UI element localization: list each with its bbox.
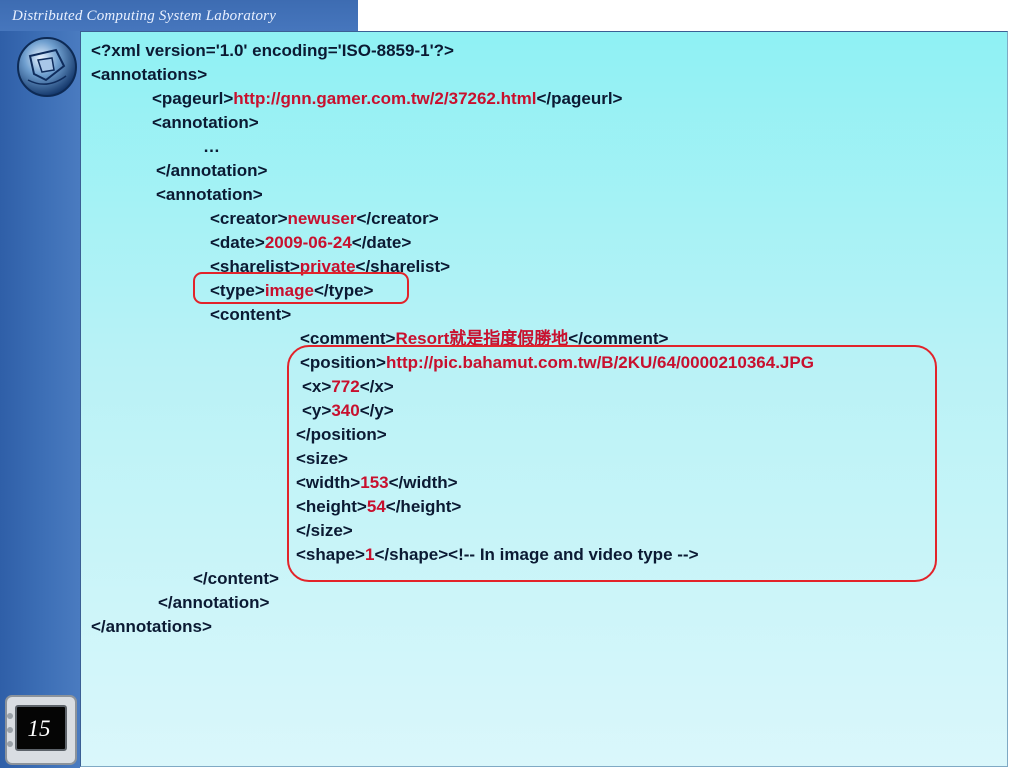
- code-line: <type>image</type>: [210, 281, 374, 301]
- xml-tag: <comment>: [300, 329, 396, 348]
- xml-value: 就是指度假勝地: [449, 329, 569, 348]
- code-line: <annotation>: [156, 185, 263, 205]
- code-line: <height>54</height>: [296, 497, 461, 517]
- xml-tag: </comment>: [568, 329, 669, 348]
- code-line: </content>: [193, 569, 279, 589]
- lab-title: Distributed Computing System Laboratory: [12, 8, 277, 24]
- code-line: </annotation>: [158, 593, 269, 613]
- xml-tag: </pageurl>: [536, 89, 623, 108]
- code-line: </position>: [296, 425, 387, 445]
- xml-tag: </type>: [313, 281, 374, 300]
- xml-tag: </height>: [385, 497, 462, 516]
- code-line: <?xml version='1.0' encoding='ISO-8859-1…: [91, 41, 454, 61]
- xml-tag: <width>: [296, 473, 361, 492]
- code-line: </size>: [296, 521, 353, 541]
- header-band: Distributed Computing System Laboratory: [0, 0, 358, 31]
- xml-tag: <?xml version='1.0' encoding='ISO-8859-1…: [91, 41, 454, 60]
- xml-tag: </shape><!-- In image and video type -->: [374, 545, 699, 564]
- xml-value: http://gnn.gamer.com.tw/2/37262.html: [233, 89, 537, 108]
- page-number-badge: [5, 695, 77, 765]
- code-line: <date>2009-06-24</date>: [210, 233, 411, 253]
- xml-value: newuser: [287, 209, 357, 228]
- code-line: <width>153</width>: [296, 473, 458, 493]
- code-line: <sharelist>private</sharelist>: [210, 257, 450, 277]
- position-size-highlight-box: [287, 345, 937, 582]
- code-line: <x>772</x>: [302, 377, 394, 397]
- xml-tag: …: [203, 137, 220, 156]
- xml-tag: <date>: [210, 233, 265, 252]
- xml-value: 153: [360, 473, 389, 492]
- left-sidebar-band: [0, 0, 80, 768]
- xml-tag: </annotations>: [91, 617, 212, 636]
- xml-tag: <pageurl>: [152, 89, 234, 108]
- xml-tag: </width>: [388, 473, 458, 492]
- xml-value: image: [264, 281, 314, 300]
- xml-tag: <position>: [300, 353, 386, 372]
- xml-tag: </creator>: [356, 209, 439, 228]
- code-line: <y>340</y>: [302, 401, 394, 421]
- xml-value: http://pic.bahamut.com.tw/B/2KU/64/00002…: [385, 353, 814, 372]
- xml-tag: <content>: [210, 305, 292, 324]
- xml-tag: </size>: [296, 521, 353, 540]
- code-line: <comment>Resort就是指度假勝地</comment>: [300, 329, 668, 349]
- xml-value: private: [299, 257, 356, 276]
- page-number: 15: [27, 716, 51, 741]
- code-line: <creator>newuser</creator>: [210, 209, 439, 229]
- xml-tag: </y>: [359, 401, 394, 420]
- xml-value: 772: [331, 377, 360, 396]
- xml-tag: <x>: [302, 377, 332, 396]
- xml-tag: <height>: [296, 497, 367, 516]
- code-line: <pageurl>http://gnn.gamer.com.tw/2/37262…: [152, 89, 622, 109]
- xml-value: 2009-06-24: [264, 233, 352, 252]
- code-line: <content>: [210, 305, 291, 325]
- xml-tag: </annotation>: [158, 593, 270, 612]
- xml-tag: </content>: [193, 569, 279, 588]
- xml-tag: </sharelist>: [355, 257, 451, 276]
- type-highlight-box: [193, 272, 409, 304]
- code-line: <annotation>: [152, 113, 259, 133]
- xml-value: Resort: [395, 329, 450, 348]
- xml-value: 1: [365, 545, 375, 564]
- code-line: <shape>1</shape><!-- In image and video …: [296, 545, 699, 565]
- xml-tag: <size>: [296, 449, 348, 468]
- xml-tag: <annotation>: [156, 185, 263, 204]
- xml-tag: <annotation>: [152, 113, 259, 132]
- globe-logo-icon: [17, 37, 77, 97]
- xml-tag: </x>: [359, 377, 394, 396]
- code-line: </annotations>: [91, 617, 212, 637]
- xml-tag: <annotations>: [91, 65, 208, 84]
- xml-tag: <y>: [302, 401, 332, 420]
- xml-value: 54: [366, 497, 386, 516]
- slide-content-box: [80, 31, 1008, 767]
- xml-tag: </annotation>: [156, 161, 268, 180]
- code-line: <annotations>: [91, 65, 207, 85]
- xml-value: 340: [331, 401, 360, 420]
- xml-tag: <creator>: [210, 209, 288, 228]
- xml-tag: </date>: [351, 233, 412, 252]
- xml-tag: <sharelist>: [210, 257, 300, 276]
- xml-tag: </position>: [296, 425, 387, 444]
- code-line: …: [203, 137, 220, 157]
- code-line: <position>http://pic.bahamut.com.tw/B/2K…: [300, 353, 814, 373]
- code-line: <size>: [296, 449, 348, 469]
- xml-tag: <shape>: [296, 545, 365, 564]
- code-line: </annotation>: [156, 161, 267, 181]
- xml-tag: <type>: [210, 281, 265, 300]
